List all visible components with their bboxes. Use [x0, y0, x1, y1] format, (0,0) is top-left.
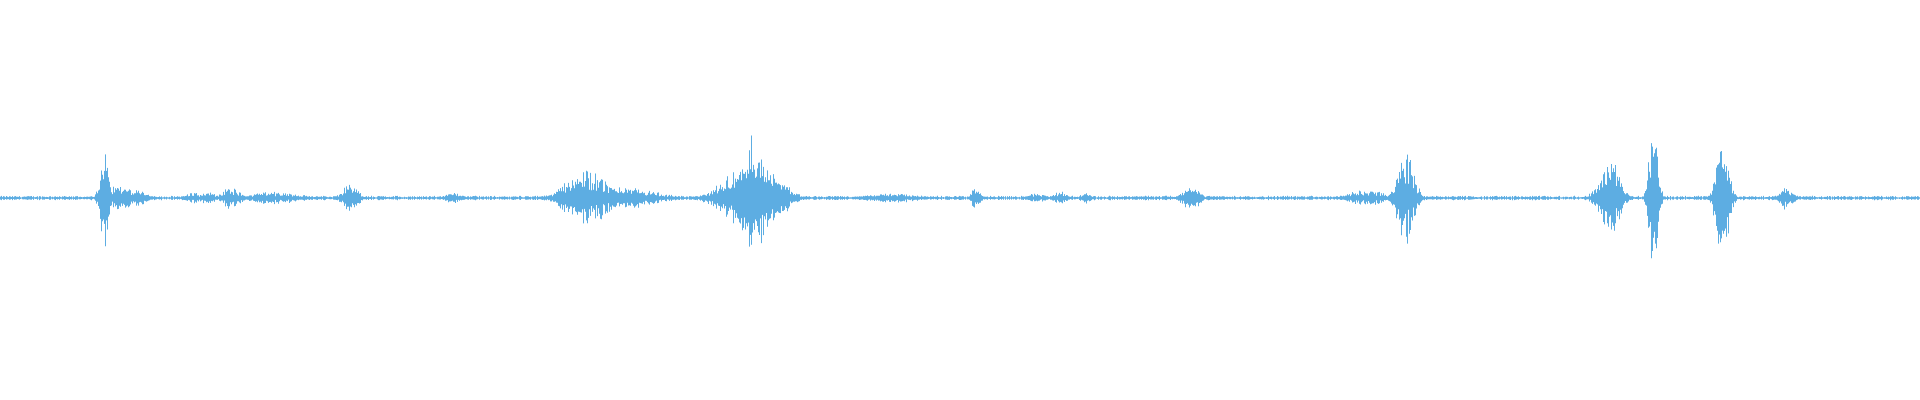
waveform-samples — [0, 135, 1920, 259]
waveform-path — [0, 135, 1920, 259]
